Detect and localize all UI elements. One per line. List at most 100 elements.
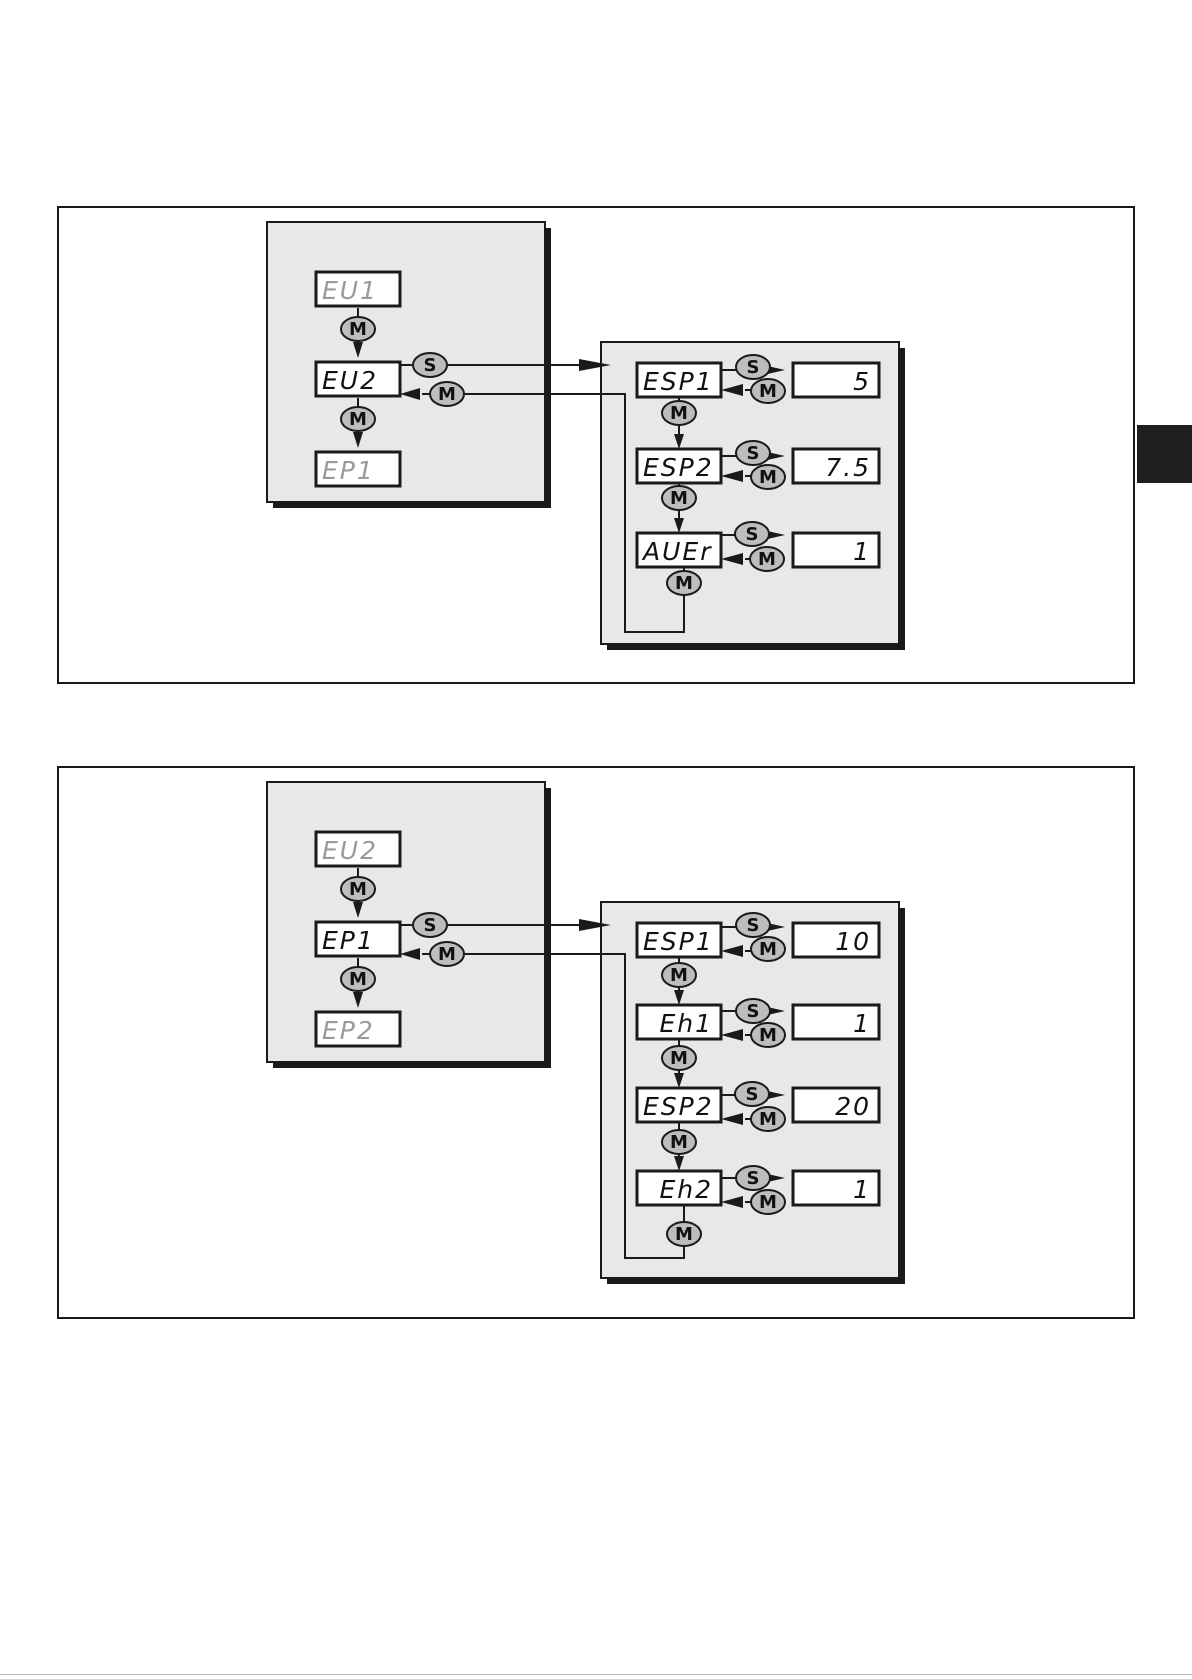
svg-text:1: 1 — [853, 1009, 871, 1038]
mode-button[interactable]: M — [750, 547, 784, 571]
value-display[interactable]: 10 — [793, 923, 879, 957]
param-display[interactable]: Eh2 — [637, 1171, 721, 1205]
mode-button[interactable]: M — [430, 942, 464, 966]
mode-button[interactable]: M — [341, 407, 375, 431]
mode-button[interactable]: M — [751, 379, 785, 403]
svg-text:M: M — [759, 467, 777, 488]
svg-text:EU2: EU2 — [322, 366, 378, 395]
value-display[interactable]: 1 — [793, 533, 879, 567]
mode-button[interactable]: M — [751, 937, 785, 961]
svg-text:M: M — [349, 409, 367, 430]
param-display[interactable]: ESP1 — [637, 363, 721, 397]
set-button[interactable]: S — [735, 522, 769, 546]
value-display[interactable]: 1 — [793, 1171, 879, 1205]
sub-row-eh1: Eh1 S M 1 — [637, 999, 879, 1047]
svg-text:20: 20 — [835, 1092, 871, 1121]
diagram-frame-2: EU2 EP1 EP2 M M S M — [57, 766, 1135, 1319]
mode-button[interactable]: M — [662, 963, 696, 987]
svg-text:Eh2: Eh2 — [659, 1175, 713, 1204]
svg-text:1: 1 — [853, 1175, 871, 1204]
menu-display-ep1[interactable]: EP1 — [316, 452, 400, 486]
svg-text:7.5: 7.5 — [825, 453, 871, 482]
menu-display-ep1[interactable]: EP1 — [316, 922, 400, 956]
svg-text:ESP2: ESP2 — [643, 1092, 714, 1121]
svg-text:M: M — [675, 573, 693, 594]
svg-text:M: M — [349, 319, 367, 340]
mode-button[interactable]: M — [430, 382, 464, 406]
mode-button[interactable]: M — [341, 967, 375, 991]
mode-button[interactable]: M — [751, 465, 785, 489]
svg-text:10: 10 — [835, 927, 871, 956]
svg-text:5: 5 — [853, 367, 871, 396]
param-display[interactable]: ESP2 — [637, 1088, 721, 1122]
svg-text:S: S — [746, 1084, 759, 1105]
mode-button[interactable]: M — [751, 1107, 785, 1131]
svg-text:S: S — [747, 443, 760, 464]
param-display[interactable]: Eh1 — [637, 1005, 721, 1039]
svg-text:M: M — [759, 1025, 777, 1046]
svg-text:ESP2: ESP2 — [643, 453, 714, 482]
svg-text:M: M — [759, 939, 777, 960]
menu-diagram-2: EU2 EP1 EP2 M M S M — [59, 768, 1133, 1317]
svg-text:EP1: EP1 — [322, 456, 375, 485]
svg-text:EU1: EU1 — [322, 276, 378, 305]
svg-text:S: S — [747, 357, 760, 378]
svg-text:EU2: EU2 — [322, 836, 378, 865]
value-display[interactable]: 5 — [793, 363, 879, 397]
svg-text:M: M — [670, 403, 688, 424]
menu-display-eu2[interactable]: EU2 — [316, 832, 400, 866]
mode-button[interactable]: M — [662, 1046, 696, 1070]
svg-text:EP2: EP2 — [322, 1016, 375, 1045]
set-button[interactable]: S — [735, 1082, 769, 1106]
sub-row-esp1: ESP1 S M 5 — [637, 355, 879, 403]
set-button[interactable]: S — [413, 913, 447, 937]
main-panel — [267, 782, 545, 1062]
mode-button[interactable]: M — [341, 877, 375, 901]
menu-display-ep2[interactable]: EP2 — [316, 1012, 400, 1046]
svg-text:M: M — [759, 381, 777, 402]
svg-text:M: M — [349, 969, 367, 990]
param-display[interactable]: ESP1 — [637, 923, 721, 957]
diagram-frame-1: EU1 EU2 EP1 M M S M — [57, 206, 1135, 684]
svg-text:M: M — [675, 1224, 693, 1245]
svg-text:ESP1: ESP1 — [643, 367, 714, 396]
set-button[interactable]: S — [736, 999, 770, 1023]
set-button[interactable]: S — [736, 913, 770, 937]
svg-text:M: M — [670, 488, 688, 509]
value-display[interactable]: 7.5 — [793, 449, 879, 483]
svg-text:S: S — [747, 1168, 760, 1189]
svg-text:M: M — [670, 965, 688, 986]
set-button[interactable]: S — [736, 1166, 770, 1190]
mode-button[interactable]: M — [751, 1023, 785, 1047]
svg-text:S: S — [747, 1001, 760, 1022]
mode-button[interactable]: M — [751, 1190, 785, 1214]
value-display[interactable]: 20 — [793, 1088, 879, 1122]
set-button[interactable]: S — [736, 441, 770, 465]
section-tab-marker — [1137, 425, 1192, 483]
mode-button[interactable]: M — [341, 317, 375, 341]
svg-text:S: S — [424, 915, 437, 936]
svg-text:M: M — [438, 944, 456, 965]
svg-text:AUEr: AUEr — [641, 537, 712, 566]
svg-text:Eh1: Eh1 — [659, 1009, 713, 1038]
mode-button[interactable]: M — [667, 1222, 701, 1246]
param-display[interactable]: AUEr — [637, 533, 721, 567]
mode-button[interactable]: M — [662, 486, 696, 510]
svg-text:EP1: EP1 — [322, 926, 375, 955]
menu-display-eu1[interactable]: EU1 — [316, 272, 400, 306]
svg-text:M: M — [759, 1192, 777, 1213]
svg-text:S: S — [424, 355, 437, 376]
main-panel — [267, 222, 545, 502]
set-button[interactable]: S — [736, 355, 770, 379]
param-display[interactable]: ESP2 — [637, 449, 721, 483]
menu-display-eu2[interactable]: EU2 — [316, 362, 400, 396]
svg-text:M: M — [438, 384, 456, 405]
svg-text:S: S — [746, 524, 759, 545]
set-button[interactable]: S — [413, 353, 447, 377]
mode-button[interactable]: M — [662, 401, 696, 425]
svg-text:M: M — [758, 549, 776, 570]
value-display[interactable]: 1 — [793, 1005, 879, 1039]
mode-button[interactable]: M — [667, 571, 701, 595]
mode-button[interactable]: M — [662, 1130, 696, 1154]
svg-text:M: M — [759, 1109, 777, 1130]
